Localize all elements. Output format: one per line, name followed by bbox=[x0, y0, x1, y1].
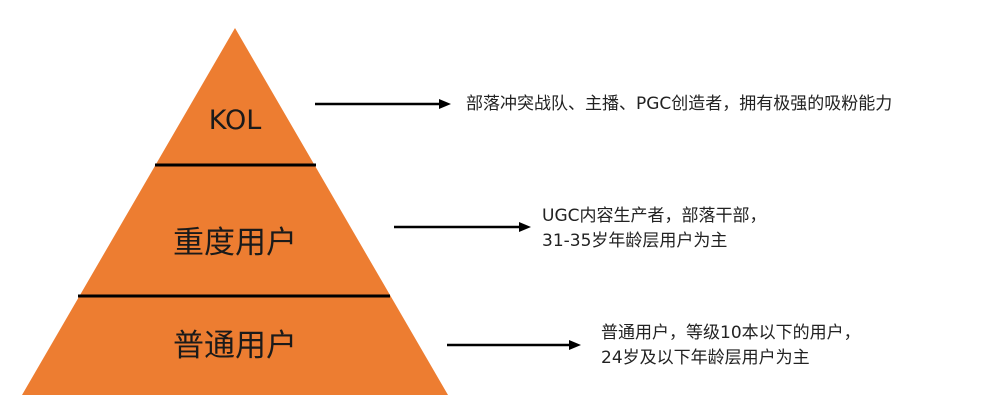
arrow-regular-users bbox=[447, 340, 581, 350]
pyramid-shape bbox=[22, 28, 448, 395]
tier-label-heavy-users: 重度用户 bbox=[173, 225, 297, 261]
tier-label-regular-users: 普通用户 bbox=[173, 328, 297, 364]
description-heavy-users-line-1: UGC内容生产者，部落干部， bbox=[542, 206, 767, 226]
description-kol: 部落冲突战队、主播、PGC创造者，拥有极强的吸粉能力 bbox=[466, 92, 892, 117]
description-heavy-users: UGC内容生产者，部落干部， 31-35岁年龄层用户为主 bbox=[542, 204, 767, 254]
description-heavy-users-line-2: 31-35岁年龄层用户为主 bbox=[542, 231, 728, 251]
arrow-heavy-users bbox=[394, 222, 531, 232]
description-regular-users: 普通用户，等级10本以下的用户， 24岁及以下年龄层用户为主 bbox=[601, 321, 861, 371]
tier-label-kol: KOL bbox=[208, 105, 262, 136]
description-kol-line-1: 部落冲突战队、主播、PGC创造者，拥有极强的吸粉能力 bbox=[466, 94, 893, 114]
description-regular-users-line-1: 普通用户，等级10本以下的用户， bbox=[601, 323, 861, 343]
description-regular-users-line-2: 24岁及以下年龄层用户为主 bbox=[601, 348, 810, 368]
arrow-kol bbox=[315, 99, 451, 109]
